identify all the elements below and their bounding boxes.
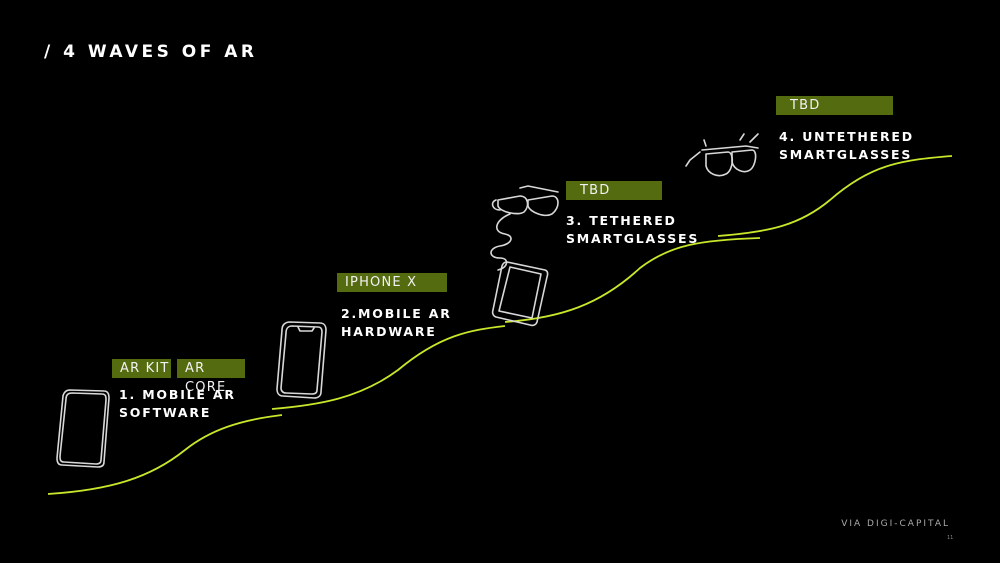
wave-4-label: 4. UNTETHERED SMARTGLASSES (779, 128, 914, 164)
tag-tbd-4: TBD (776, 96, 893, 115)
wave-curve-1 (47, 414, 283, 495)
wave-3-label: 3. TETHERED SMARTGLASSES (566, 212, 699, 248)
wave-1-label: 1. MOBILE AR SOFTWARE (119, 386, 236, 422)
page-number: 11 (947, 535, 954, 541)
wave-2-label-line1: 2.MOBILE AR (341, 306, 452, 321)
wave-1-label-line1: 1. MOBILE AR (119, 387, 236, 402)
tag-tbd-3: TBD (566, 181, 662, 200)
phone-sketch-icon (56, 389, 110, 468)
iphone-x-sketch-icon (276, 321, 327, 399)
slide-title: / 4 WAVES OF AR (44, 42, 258, 62)
wave-curve-2 (271, 325, 506, 410)
wave-1-label-line2: SOFTWARE (119, 405, 212, 420)
wave-curve-3 (504, 237, 761, 323)
tethered-glasses-sketch-icon (490, 185, 559, 327)
wave-2-label-line2: HARDWARE (341, 324, 437, 339)
untethered-glasses-sketch-icon (685, 133, 759, 177)
tag-ar-core: AR CORE (177, 359, 245, 395)
tag-iphone-x: IPHONE X (337, 273, 447, 292)
wave-4-label-line1: 4. UNTETHERED (779, 129, 914, 144)
wave-4-label-line2: SMARTGLASSES (779, 147, 913, 162)
tag-ar-kit: AR KIT (112, 359, 171, 378)
wave-2-label: 2.MOBILE AR HARDWARE (341, 305, 452, 341)
source-credit: VIA DIGI-CAPITAL (841, 519, 950, 529)
wave-curve-4 (717, 155, 953, 237)
wave-3-label-line2: SMARTGLASSES (566, 231, 700, 246)
wave-3-label-line1: 3. TETHERED (566, 213, 677, 228)
